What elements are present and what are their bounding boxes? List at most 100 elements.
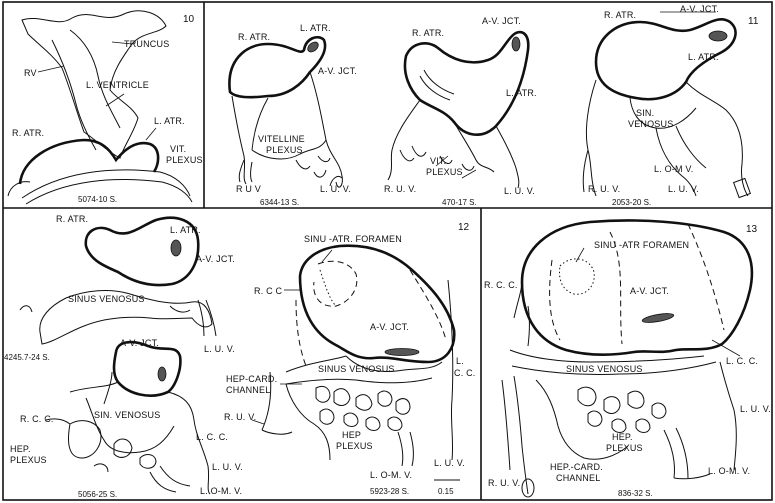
label-luv: L. U. V. [434,458,465,468]
label-ruv: R. U. V. [488,478,520,488]
ruv-vessel [582,149,589,193]
atrium-shade [419,69,455,101]
panel-11: 11 R. ATR. A-V. JCT. L. ATR. SIN. VENOSU… [582,4,759,207]
label-hep-1: HEP. [10,444,31,454]
label-rcc: R. C. C. [484,280,518,290]
atrium-outline [298,244,456,364]
luv-vessel [447,279,454,461]
plexus-loops [399,145,475,171]
sinus-vessels [655,125,707,197]
label-l-atr: L. ATR. [154,116,185,126]
panel-6344: R. ATR. L. ATR. A-V. JCT. VITELLINE PLEX… [228,23,357,207]
panel-caption: 836-32 S. [618,489,653,498]
luv-vessel [329,175,343,187]
label-r-atr: R. ATR. [56,214,88,224]
panel-13: 13 SINU -ATR FORAMEN R. C. C. A-V. JCT. … [484,219,771,498]
luv-vessel [197,299,217,337]
panel-12: 12 SINU -ATR. FORAMEN R. C C A-V. JCT. S… [224,222,476,496]
atrium-outline [112,340,182,397]
atrium-outline [403,30,530,136]
hep-card-channel [535,379,629,460]
label-sin-1: SIN. [636,108,654,118]
panel-number: 10 [183,14,195,25]
ruv-vessel [261,429,293,435]
label-luv: L. U. V. [212,462,243,472]
leader-plexus [461,169,477,179]
label-luv: L. U. V. [320,184,351,194]
label-vit-plexus-2: PLEXUS [166,155,203,165]
av-junction [641,313,675,323]
rcc-vessel [513,281,530,347]
label-hep-1: HEP. [612,432,633,442]
label-hep-2: PLEXUS [10,455,47,465]
label-hepcard-2: CHANNEL [556,473,600,483]
truncus-outline [21,10,167,159]
lomv-vessel [397,431,414,467]
sinus-outline [69,381,211,495]
label-lcc-2: C. C. [454,368,476,378]
label-l-ventricle: L. VENTRICLE [86,80,149,90]
av-junction [708,30,728,42]
label-lomv: L. O-M V. [654,164,693,174]
av-junction [307,41,319,53]
label-hepcard-2: CHANNEL [226,385,270,395]
vit-plexus-curve [21,169,191,199]
label-av-jct: A-V. JCT. [318,66,357,76]
label-vit-plexus-1: VIT. [170,144,186,154]
label-vitelline-2: PLEXUS [266,145,303,155]
panel-caption: 4245.7-24 S. [4,353,50,362]
atrium-outline [228,36,327,99]
label-truncus: TRUNCUS [124,39,169,49]
label-ruv: R. U. V. [384,184,416,194]
label-r-atr: R. ATR. [12,128,44,138]
label-av-jct: A-V. JCT. [630,286,669,296]
panel-470: R. ATR. A-V. JCT. L. ATR. VIT. PLEXUS R.… [384,16,537,207]
lomv-vessel [663,427,711,480]
label-rcc: R. C C [254,286,283,296]
panel-caption: 5074-10 S. [78,195,117,204]
label-hep-2: PLEXUS [606,443,643,453]
ruv-vessel-end [521,478,535,498]
panel-caption: 5056-25 S. [78,490,117,499]
ruv-vessel [238,159,253,183]
atrium-outline [84,216,200,287]
foramen-dotted [319,269,337,307]
label-vitelline-1: VITELLINE [258,134,305,144]
label-hepcard-1: HEP.-CARD. [550,462,603,472]
panel-5056: A-V. JCT. R. C. C. SIN. VENOSUS HEP. PLE… [10,338,243,499]
hep-card-channel [261,371,331,461]
label-sin-2: VENOSUS [628,119,673,129]
label-av-jct: A-V. JCT. [482,16,521,26]
foramen-outline [549,223,725,345]
sinus-loop [19,305,191,313]
label-lomv: L. O-M. V. [200,486,242,496]
label-r-atr: R. ATR. [604,10,636,20]
label-foramen: SINU -ATR. FORAMEN [304,234,402,244]
label-sinus: SINUS VENOSUS [318,364,395,374]
label-lcc: L. C. C. [726,356,758,366]
av-junction [157,366,167,382]
leader-lventricle [105,93,125,107]
label-lcc-1: L. [456,356,464,366]
lomv-vessel [149,465,191,493]
leader-vit [435,155,449,167]
leader-truncus [111,41,133,45]
hep-plexus [577,386,667,433]
label-r-atr: R. ATR. [412,28,444,38]
rcc-vessel [45,371,113,425]
label-l-atr: L. ATR. [300,23,331,33]
panel-number: 11 [748,16,759,27]
foramen-outline [313,260,358,307]
label-luv: L. U. V. [740,404,771,414]
label-sinus: SINUS VENOSUS [566,364,643,374]
label-av-jct: A-V. JCT. [196,254,235,264]
label-lomv: L. O-M. V. [370,470,412,480]
vit-plexus-curve-2 [25,179,193,205]
label-hep-2: PLEXUS [336,441,373,451]
plexus-outline [387,99,520,189]
scale-label: 0.15 [438,487,454,496]
panel-caption: 470-17 S. [442,198,477,207]
panel-number: 13 [746,224,758,235]
